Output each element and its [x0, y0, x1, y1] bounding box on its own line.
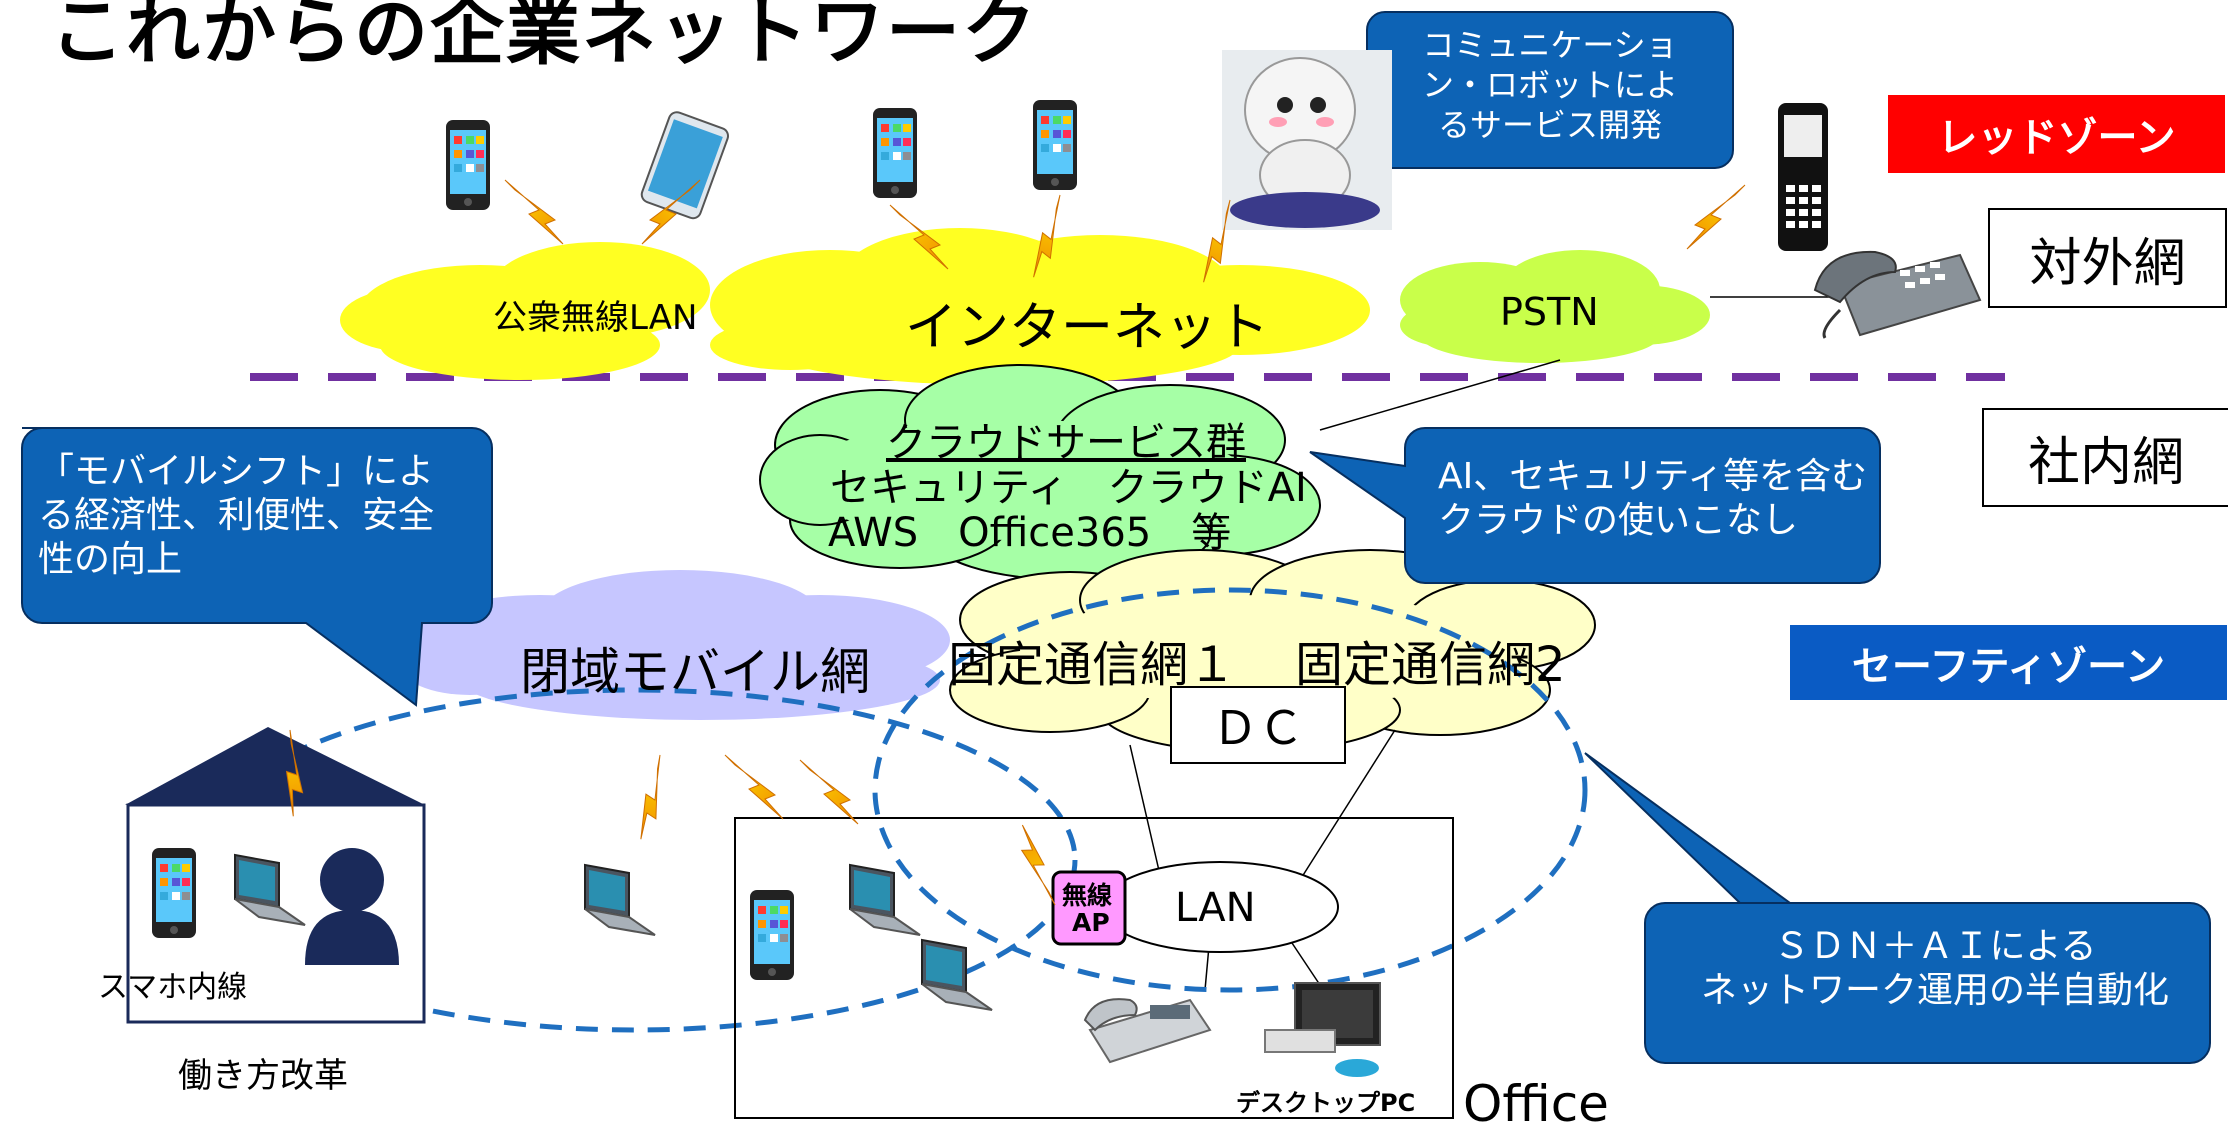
- lightning-icon: [504, 179, 564, 245]
- desk-phone-icon: [1813, 250, 1982, 339]
- office-box: [734, 817, 1454, 1119]
- sdn-callout-text: ＳＤＮ＋ＡＩによるネットワーク運用の半自動化: [1700, 926, 2169, 1011]
- red-zone-badge-bg: [1888, 95, 2225, 173]
- fixed-network-1-label: 固定通信網１: [948, 637, 1237, 693]
- smartphone-icon: [446, 120, 490, 210]
- cloud-services-line2: セキュリティ クラウドAI: [830, 465, 1307, 511]
- internet-label: インターネット: [905, 298, 1270, 358]
- smartphone-icon: [750, 890, 794, 980]
- pstn-cloud: [1400, 250, 1710, 363]
- robot-icon: [1222, 50, 1392, 230]
- tablet-icon: [640, 111, 730, 220]
- public-wlan-label: 公衆無線LAN: [493, 298, 698, 338]
- feature-phone-icon: [1778, 103, 1828, 251]
- wireless-ap-label-2: AP: [1072, 908, 1110, 937]
- sdn-scope-ellipse: [872, 587, 1588, 993]
- safety-zone-label: セーフティゾーン: [1851, 643, 2166, 690]
- smartphone-icon: [1033, 100, 1077, 190]
- cloud-ai-callout-text: AI、セキュリティ等を含むクラウドの使いこなし: [1438, 456, 1868, 541]
- closed-mobile-cloud: [400, 570, 950, 720]
- cloud-ai-callout-shape: [1309, 427, 1881, 584]
- cloud-services-line3: AWS Office365 等: [828, 510, 1232, 556]
- lightning-icon: [607, 754, 694, 840]
- mobile-shift-callout-text: 「モバイルシフト」による経済性、利便性、安全性の向上: [38, 451, 435, 580]
- pstn-label: PSTN: [1500, 290, 1599, 334]
- mobile-shift-callout-shape: [21, 427, 493, 707]
- desktop-pc-icon: [1264, 982, 1381, 1077]
- wireless-ap-label-1: 無線: [1062, 881, 1113, 910]
- lightning-icon: [799, 759, 859, 825]
- data-center-label: ＤＣ: [1170, 686, 1346, 764]
- red-zone-badge: レッドゾーン: [1888, 95, 2225, 173]
- wireless-ap-icon: [1051, 870, 1127, 946]
- red-zone-label: レッドゾーン: [1937, 115, 2176, 161]
- public-wlan-cloud: [340, 242, 710, 380]
- page-title: これからの企業ネットワーク: [50, 0, 1038, 75]
- fixed-network-2-label: 固定通信網2: [1295, 637, 1566, 693]
- external-network-label: 対外網: [1988, 208, 2227, 308]
- person-icon: [305, 848, 399, 965]
- desk-phone-icon: [1083, 998, 1212, 1064]
- internet-cloud: [710, 228, 1370, 385]
- laptop-icon: [921, 939, 993, 1011]
- closed-mobile-label: 閉域モバイル網: [520, 643, 870, 701]
- cloud-services-title: クラウドサービス群: [886, 420, 1246, 466]
- lightning-icon: [1686, 184, 1746, 250]
- workstyle-scope-ellipse: [192, 687, 1078, 1033]
- sdn-callout-shape: [1584, 752, 2211, 1064]
- smartphone-icon: [873, 108, 917, 198]
- desktop-pc-label: デスクトップPC: [1236, 1089, 1416, 1117]
- lightning-icon: [724, 754, 784, 820]
- workstyle-reform-label: 働き方改革: [178, 1056, 348, 1096]
- safety-zone-badge: セーフティゾーン: [1790, 625, 2227, 700]
- office-label: Office: [1463, 1075, 1609, 1133]
- lan-label: LAN: [1175, 885, 1256, 931]
- safety-zone-badge-bg: [1790, 625, 2227, 700]
- internal-network-label: 社内網: [1982, 408, 2228, 507]
- smartphone-icon: [152, 848, 196, 938]
- smartphone-extension-label: スマホ内線: [98, 970, 248, 1005]
- robot-callout-text: コミュニケーション・ロボットによるサービス開発: [1421, 26, 1678, 144]
- laptop-icon: [584, 864, 656, 936]
